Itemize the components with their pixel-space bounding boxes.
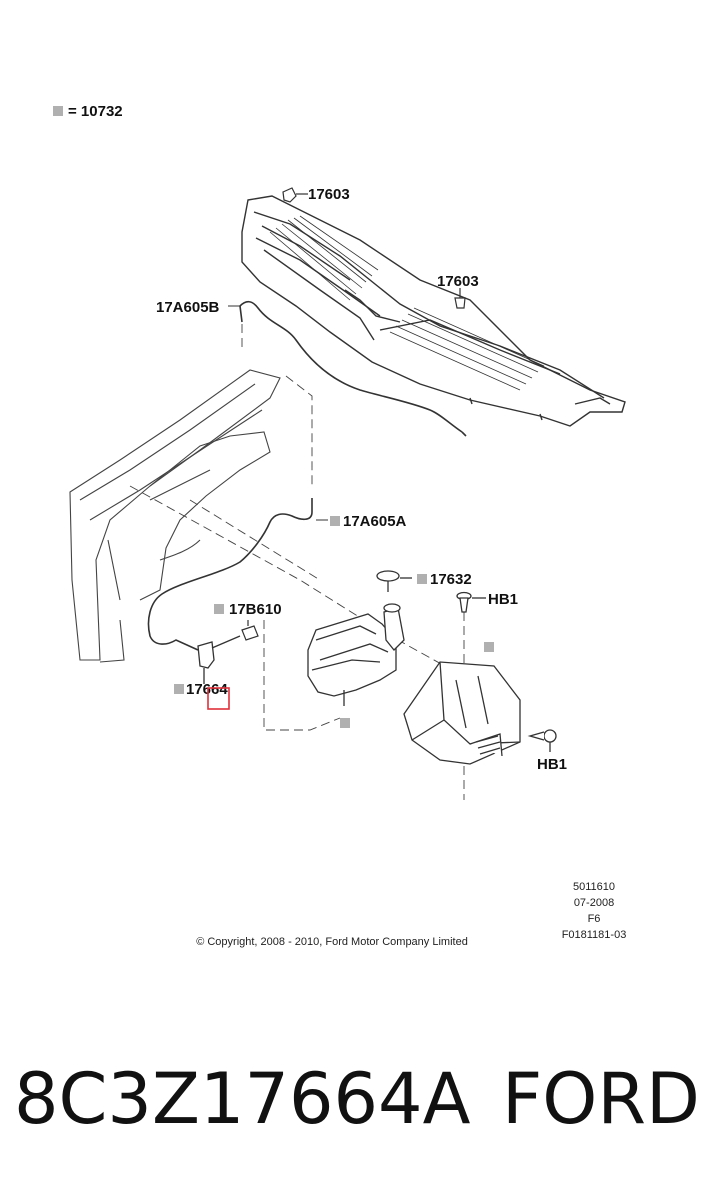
- hose-17A605A: [147, 498, 313, 651]
- marker-bracket: [484, 642, 494, 652]
- cap-17632: [376, 570, 412, 592]
- grommet-17B610: [241, 620, 259, 641]
- callout-17B610: 17B610: [229, 601, 282, 618]
- marker-17A605A: [330, 516, 340, 526]
- hose-17A605B: [239, 300, 467, 437]
- info-block: 5011610 07-2008 F6 F0181181-03: [562, 881, 627, 941]
- part-number-caption: 8C3Z17664A: [14, 1058, 471, 1140]
- info-line: F6: [588, 913, 601, 925]
- info-line: 07-2008: [574, 897, 614, 909]
- marker-17632: [417, 574, 427, 584]
- vehicle-structure: [69, 369, 281, 663]
- legend-marker: [53, 106, 63, 116]
- centerlines: [129, 324, 471, 800]
- reservoir-bracket: [403, 661, 521, 765]
- brand-caption: FORD: [502, 1058, 700, 1140]
- clip-17603-a: [282, 187, 308, 203]
- callout-17A605B: 17A605B: [156, 299, 220, 316]
- info-line: F0181181-03: [562, 929, 627, 941]
- info-line: 5011610: [573, 881, 615, 893]
- legend-text: = 10732: [68, 103, 123, 120]
- callout-17603-b: 17603: [437, 273, 479, 290]
- marker-17664: [174, 684, 184, 694]
- callout-17A605A: 17A605A: [343, 513, 407, 530]
- callout-17632: 17632: [430, 571, 472, 588]
- washer-pump-17664: [197, 635, 241, 684]
- callout-hb1-b: HB1: [537, 756, 567, 773]
- bolt-hb1-b: [527, 729, 557, 752]
- clip-17603-b: [454, 288, 466, 309]
- cowl-panel: [241, 195, 626, 427]
- washer-reservoir: [307, 603, 405, 706]
- callout-17603-a: 17603: [308, 186, 350, 203]
- callout-17664: 17664: [186, 681, 228, 698]
- highlight-box-17664: [207, 687, 230, 710]
- marker-reservoir: [340, 718, 350, 728]
- copyright: © Copyright, 2008 - 2010, Ford Motor Com…: [196, 936, 468, 948]
- marker-17B610: [214, 604, 224, 614]
- callout-hb1-a: HB1: [488, 591, 518, 608]
- bolt-hb1-a: [456, 591, 486, 613]
